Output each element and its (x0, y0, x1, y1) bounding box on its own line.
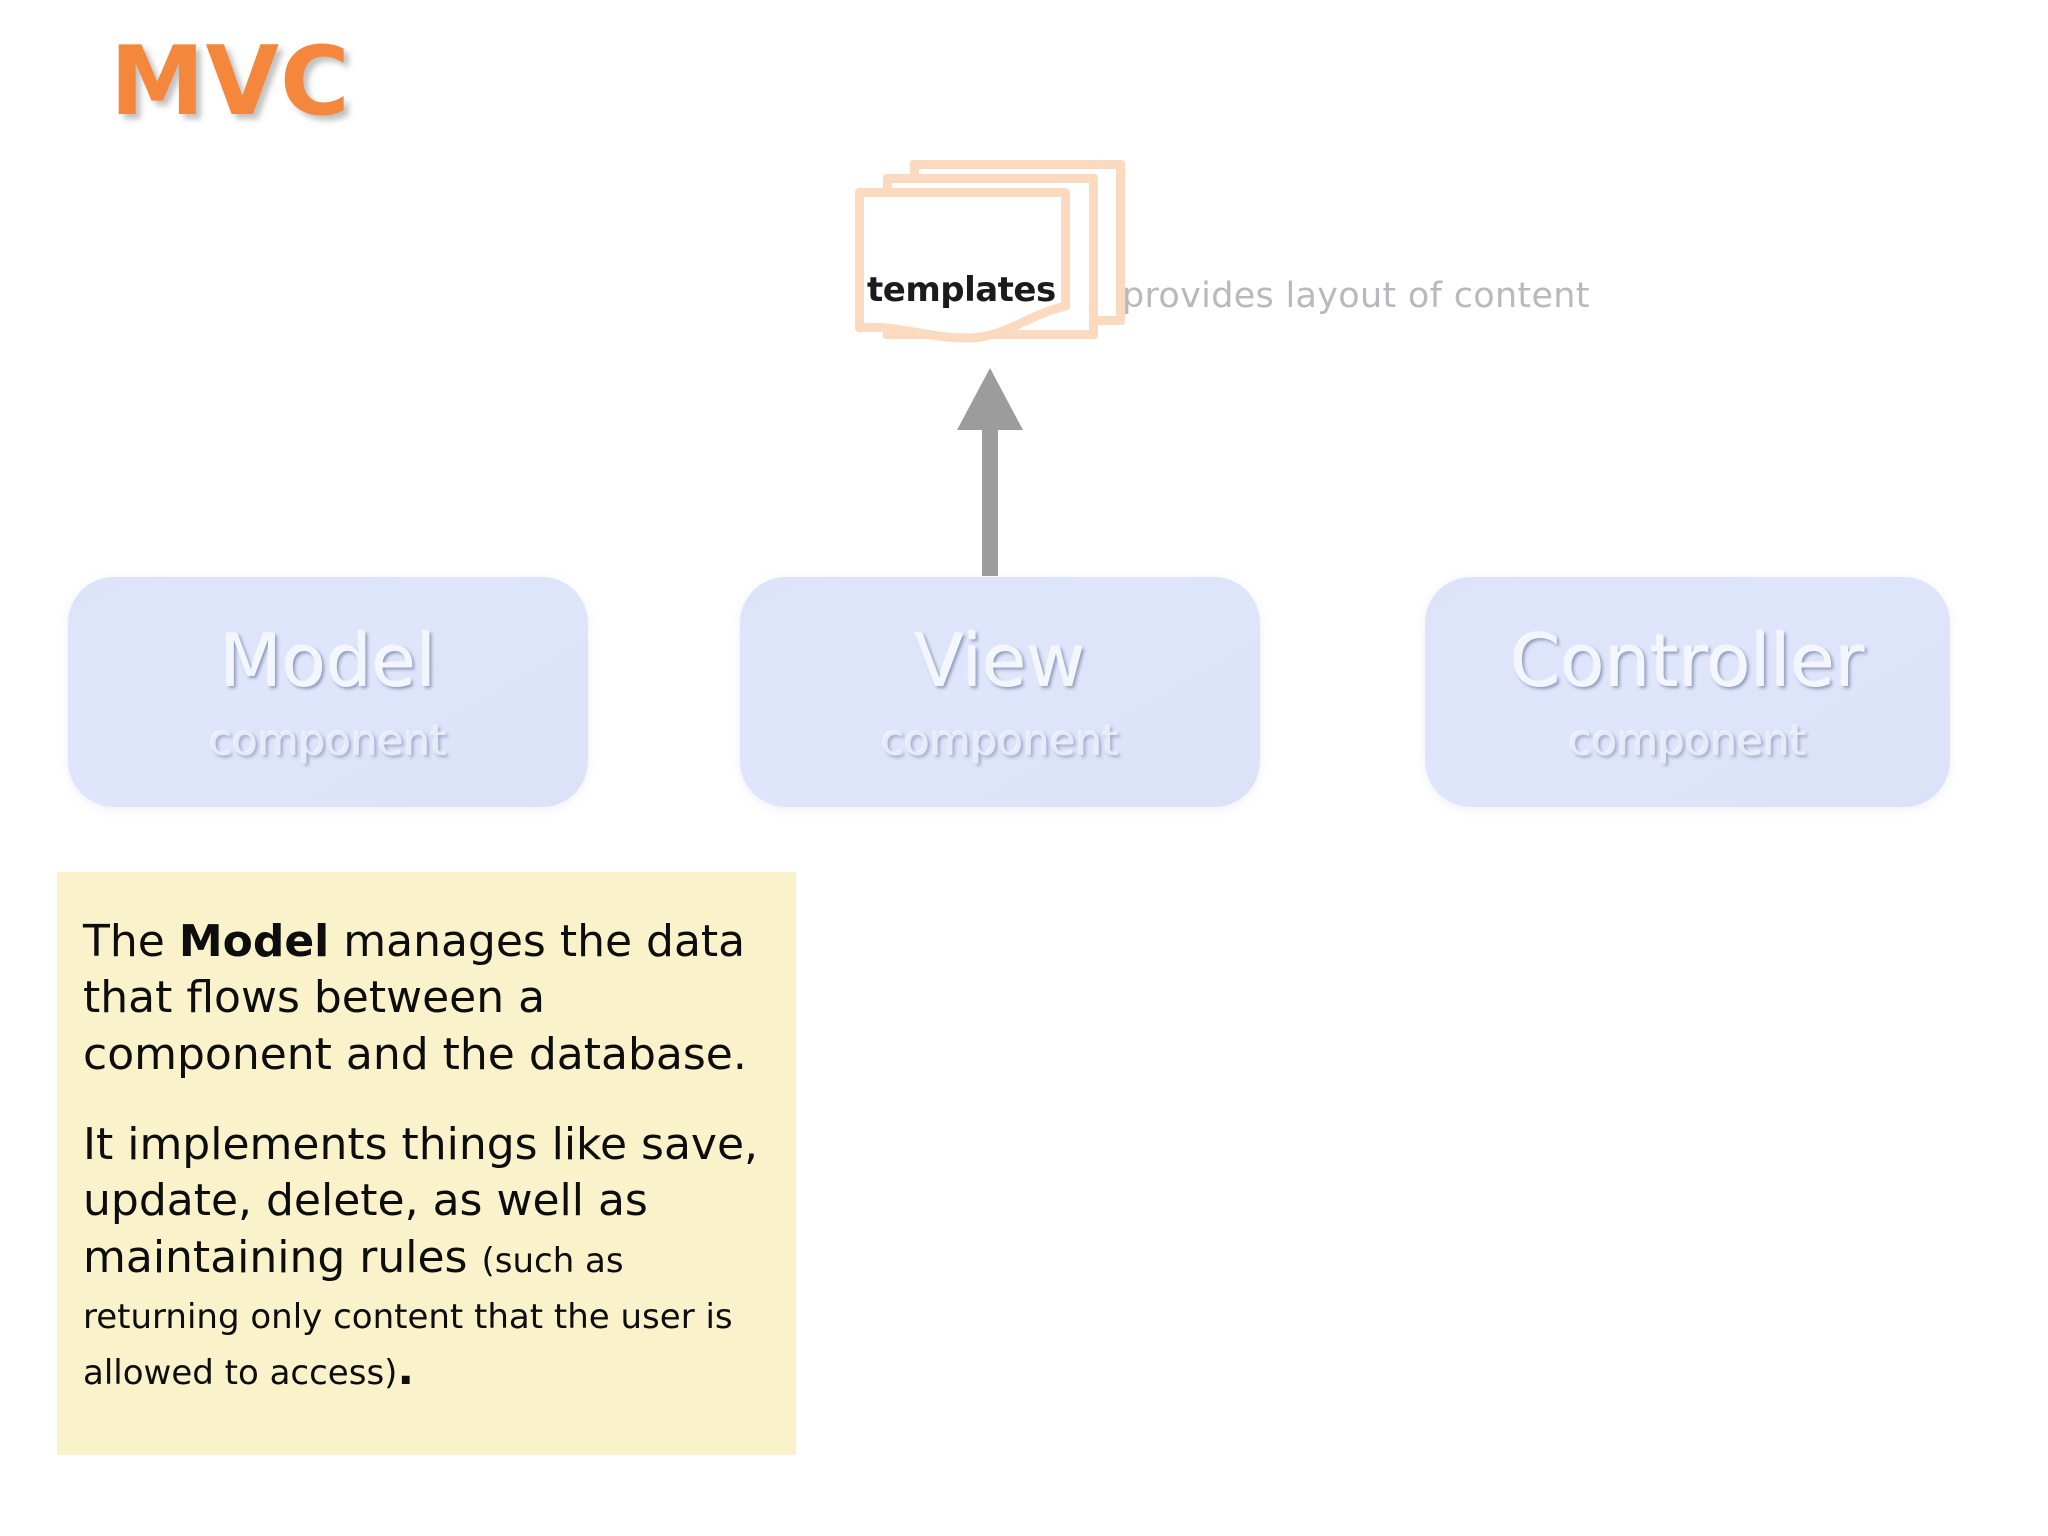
model-component-box[interactable]: Model component (68, 577, 588, 807)
templates-label: templates (867, 270, 1056, 310)
controller-component-box[interactable]: Controller component (1425, 577, 1950, 807)
page-title: MVC (110, 27, 351, 137)
model-title: Model (219, 619, 437, 703)
callout-p2-main: It implements things like save, update, … (83, 1118, 758, 1283)
templates-stack: templates (855, 160, 1145, 370)
model-subtitle: component (209, 716, 447, 765)
callout-paragraph-1: The Model manages the data that flows be… (83, 914, 768, 1083)
callout-panel: The Model manages the data that flows be… (57, 872, 796, 1455)
view-component-box[interactable]: View component (740, 577, 1260, 807)
view-subtitle: component (881, 716, 1119, 765)
arrow-up-icon (955, 368, 1025, 576)
controller-subtitle: component (1568, 716, 1807, 765)
template-sheet-front-icon (855, 188, 1070, 343)
templates-annotation: provides layout of content (1122, 276, 1590, 316)
callout-paragraph-2: It implements things like save, update, … (83, 1117, 768, 1399)
callout-p1-rest: manages the data that flows between a co… (83, 916, 747, 1080)
callout-p2-period: . (397, 1344, 415, 1396)
callout-p2-note: (such as returning only content that the… (83, 1240, 733, 1394)
callout-p1-bold: Model (178, 916, 330, 967)
view-title: View (914, 619, 1086, 703)
callout-p1-lead: The (83, 916, 179, 967)
controller-title: Controller (1510, 619, 1865, 703)
